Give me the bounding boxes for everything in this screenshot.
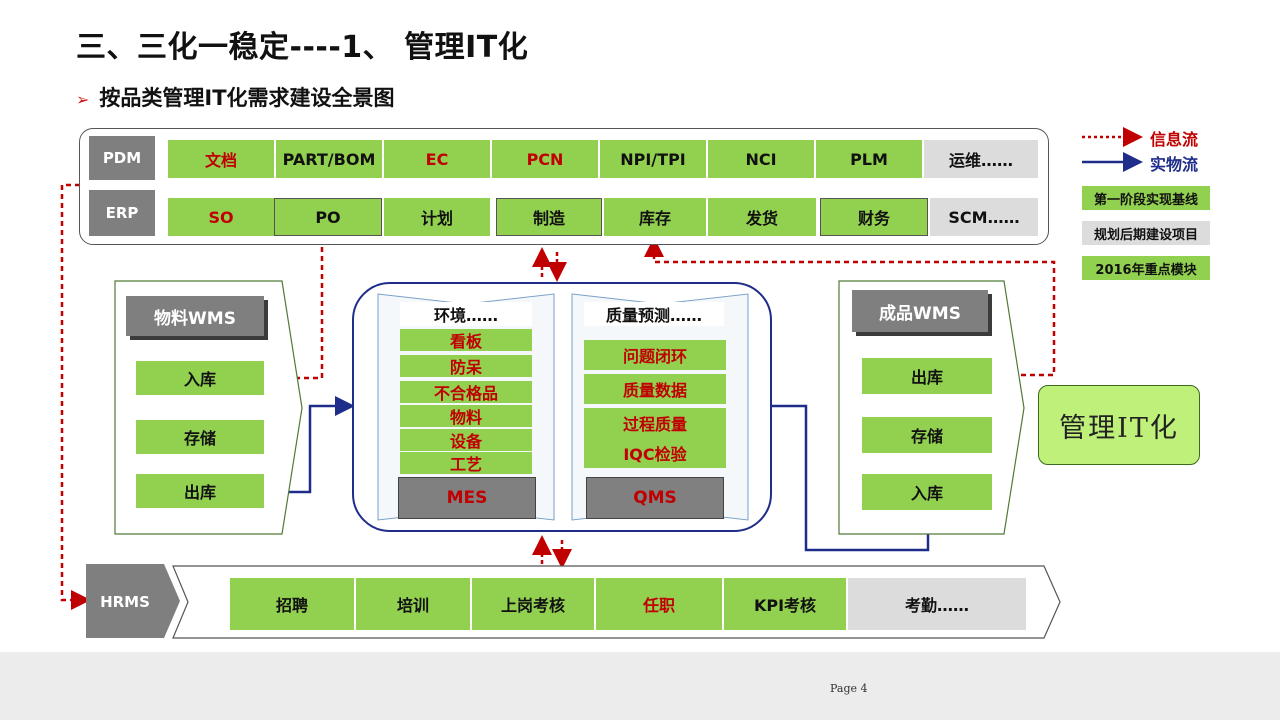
hrms-item-attendance[interactable]: 考勤……	[848, 578, 1026, 630]
material-wms-frame	[114, 280, 303, 535]
erp-item-po[interactable]: PO	[274, 198, 382, 236]
erp-item-manufacture[interactable]: 制造	[496, 198, 602, 236]
pdm-item-npi-tpi[interactable]: NPI/TPI	[600, 140, 706, 178]
erp-tab[interactable]: ERP	[89, 190, 155, 236]
qms-footer[interactable]: QMS	[586, 477, 724, 519]
erp-item-inventory[interactable]: 库存	[604, 198, 706, 236]
hrms-item-onboarding-exam[interactable]: 上岗考核	[472, 578, 594, 630]
product-wms-title: 成品WMS	[852, 290, 988, 332]
product-wms-storage[interactable]: 存储	[862, 417, 992, 453]
legend-planned: 规划后期建设项目	[1082, 221, 1210, 245]
product-wms-outbound[interactable]: 出库	[862, 358, 992, 394]
product-wms-inbound[interactable]: 入库	[862, 474, 992, 510]
legend-baseline: 第一阶段实现基线	[1082, 186, 1210, 210]
mes-item-equipment[interactable]: 设备	[400, 429, 532, 451]
erp-item-shipping[interactable]: 发货	[708, 198, 816, 236]
footer-band	[0, 652, 1280, 720]
qms-item-quality-data[interactable]: 质量数据	[584, 374, 726, 404]
material-wms-outbound[interactable]: 出库	[136, 474, 264, 508]
mes-footer[interactable]: MES	[398, 477, 536, 519]
hrms-item-training[interactable]: 培训	[356, 578, 470, 630]
pdm-item-pcn[interactable]: PCN	[492, 140, 598, 178]
hrms-label[interactable]: HRMS	[100, 593, 150, 611]
material-flow-mes-wms	[772, 404, 938, 552]
info-flow-pdm-hrms	[60, 183, 91, 610]
legend-info-flow: 信息流	[1150, 130, 1199, 149]
subtitle-text: 按品类管理IT化需求建设全景图	[99, 86, 395, 110]
page-subtitle: ➢ 按品类管理IT化需求建设全景图	[76, 82, 395, 112]
pdm-item-ops[interactable]: 运维……	[924, 140, 1038, 178]
product-wms-frame	[838, 280, 1025, 535]
hrms-item-qualification[interactable]: 任职	[596, 578, 722, 630]
hrms-tab	[86, 564, 180, 638]
pdm-item-nci[interactable]: NCI	[708, 140, 814, 178]
erp-item-scm[interactable]: SCM……	[930, 198, 1038, 236]
erp-item-finance[interactable]: 财务	[820, 198, 928, 236]
mes-item-material[interactable]: 物料	[400, 405, 532, 427]
hrms-item-kpi[interactable]: KPI考核	[724, 578, 846, 630]
legend-material-flow: 实物流	[1150, 155, 1199, 174]
arrow-bullet-icon: ➢	[76, 90, 90, 109]
pdm-item-plm[interactable]: PLM	[816, 140, 922, 178]
material-wms-storage[interactable]: 存储	[136, 420, 264, 454]
qms-item-closed-loop[interactable]: 问题闭环	[584, 340, 726, 370]
material-wms-title: 物料WMS	[126, 296, 264, 336]
info-flow-wms-inventory	[644, 237, 1056, 377]
page-number: Page 4	[830, 682, 868, 695]
material-wms-inbound[interactable]: 入库	[136, 361, 264, 395]
qms-item-process-quality[interactable]: 过程质量	[584, 408, 726, 438]
legend-key-module: 2016年重点模块	[1082, 256, 1210, 280]
pdm-item-doc[interactable]: 文档	[168, 140, 274, 178]
pdm-tab[interactable]: PDM	[89, 136, 155, 180]
mes-item-kanban[interactable]: 看板	[400, 329, 532, 351]
qms-header: 质量预测……	[584, 302, 724, 326]
mes-item-process[interactable]: 工艺	[400, 452, 532, 474]
mes-item-poka-yoke[interactable]: 防呆	[400, 355, 532, 377]
pdm-item-ec[interactable]: EC	[384, 140, 490, 178]
erp-item-so[interactable]: SO	[168, 198, 274, 236]
mes-item-nonconforming[interactable]: 不合格品	[400, 381, 532, 403]
mes-header: 环境……	[400, 302, 532, 326]
pdm-item-part-bom[interactable]: PART/BOM	[276, 140, 382, 178]
management-it-box[interactable]: 管理IT化	[1038, 385, 1200, 465]
hrms-item-recruit[interactable]: 招聘	[230, 578, 354, 630]
page-title: 三、三化一稳定----1、 管理IT化	[76, 30, 529, 65]
qms-item-iqc[interactable]: IQC检验	[584, 438, 726, 468]
erp-item-plan[interactable]: 计划	[384, 198, 490, 236]
